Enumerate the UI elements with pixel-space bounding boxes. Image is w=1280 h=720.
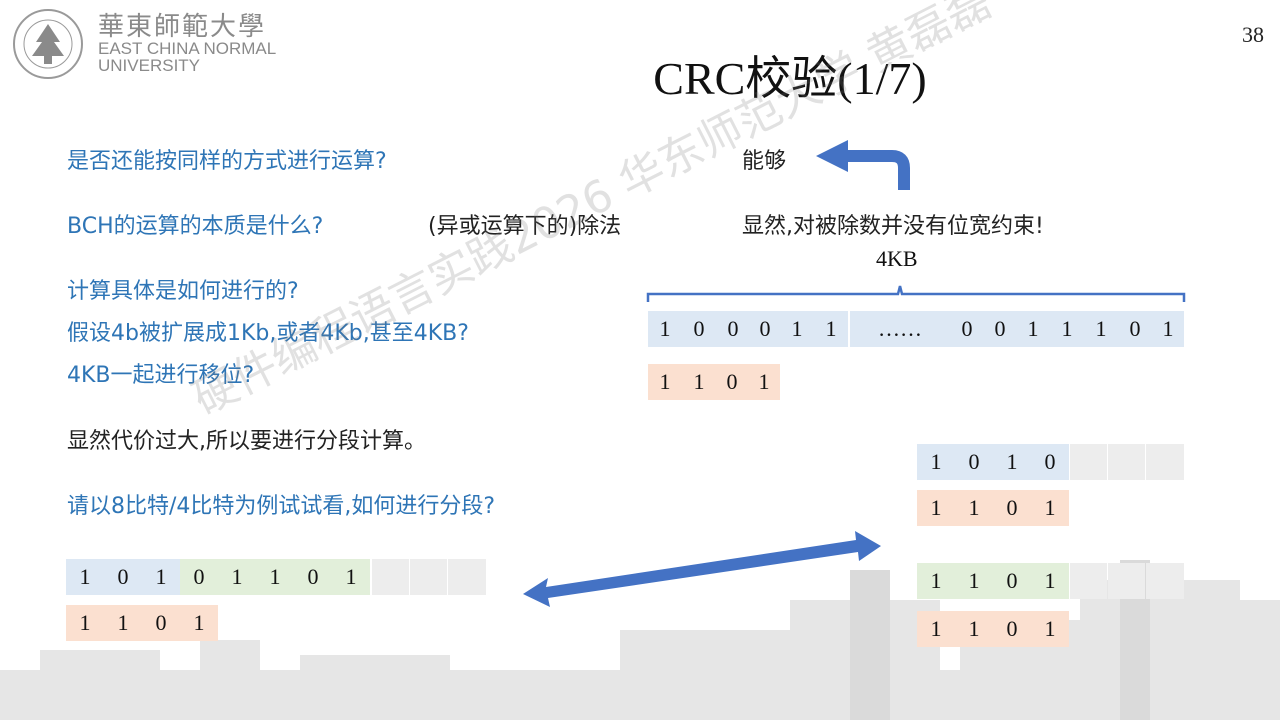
bit-cell: 0: [984, 311, 1016, 347]
divisor-bit-cell: 1: [1031, 611, 1069, 647]
bit-cell: 1: [648, 311, 682, 347]
bit-cell: 0: [104, 559, 142, 595]
bit-cell: 1: [1031, 563, 1069, 599]
divisor-bit-cell: 1: [648, 364, 682, 400]
ellipsis-cell: ……: [850, 311, 950, 347]
empty-bit-cell: [1108, 444, 1145, 480]
bit-cell: 1: [142, 559, 180, 595]
question-shift-4kb: 4KB一起进行移位?: [67, 363, 255, 388]
question-how-computed: 计算具体是如何进行的?: [67, 279, 299, 304]
bit-cell: 1: [955, 563, 993, 599]
divisor-bit-cell: 1: [917, 611, 955, 647]
bit-cell: 1: [1152, 311, 1184, 347]
page-number: 38: [1242, 22, 1264, 47]
question-same-method: 是否还能按同样的方式进行运算?: [67, 149, 387, 174]
divisor-bit-cell: 1: [104, 605, 142, 641]
question-bch-essence: BCH的运算的本质是什么?: [67, 214, 324, 239]
question-segment-example: 请以8比特/4比特为例试试看,如何进行分段?: [67, 494, 496, 519]
university-name-english: EAST CHINA NORMAL UNIVERSITY: [98, 40, 276, 74]
empty-bit-cell: [1146, 563, 1184, 599]
answer-division: (异或运算下的)除法: [428, 214, 622, 239]
note-no-width-constraint: 显然,对被除数并没有位宽约束!: [742, 214, 1044, 239]
bit-cell: 1: [917, 444, 955, 480]
divisor-bit-cell: 1: [748, 364, 780, 400]
university-name-line2: UNIVERSITY: [98, 56, 201, 75]
question-extended-width: 假设4b被扩展成1Kb,或者4Kb,甚至4KB?: [67, 321, 469, 346]
bit-cell: 0: [993, 563, 1031, 599]
empty-bit-cell: [1070, 563, 1107, 599]
bit-cell: 0: [750, 311, 780, 347]
university-logo: [10, 6, 300, 82]
bit-cell: 1: [814, 311, 848, 347]
university-name-line1: EAST CHINA NORMAL: [98, 39, 277, 58]
bent-arrow-icon: [816, 140, 910, 190]
empty-bit-cell: [448, 559, 486, 595]
brace-label-4kb: 4KB: [876, 246, 918, 271]
divisor-bit-cell: 1: [955, 490, 993, 526]
bit-cell: 0: [716, 311, 750, 347]
bit-cell: 0: [682, 311, 716, 347]
bit-cell: 1: [332, 559, 370, 595]
bit-cell: 0: [180, 559, 218, 595]
bit-cell: 1: [218, 559, 256, 595]
empty-bit-cell: [372, 559, 409, 595]
divisor-bit-cell: 1: [917, 490, 955, 526]
bit-cell: 1: [1084, 311, 1118, 347]
slide-title: CRC校验(1/7): [653, 53, 927, 104]
divisor-bit-cell: 1: [66, 605, 104, 641]
bit-cell: 1: [1050, 311, 1084, 347]
bit-cell: 0: [1031, 444, 1069, 480]
campus-skyline-background: [0, 560, 1280, 720]
bit-cell: 0: [950, 311, 984, 347]
bit-cell: 1: [66, 559, 104, 595]
bit-cell: 0: [1118, 311, 1152, 347]
bit-cell: 0: [294, 559, 332, 595]
divisor-bit-cell: 1: [682, 364, 716, 400]
divisor-bit-cell: 0: [142, 605, 180, 641]
bit-cell: 1: [1016, 311, 1050, 347]
divisor-bit-cell: 1: [955, 611, 993, 647]
divisor-bit-cell: 1: [1031, 490, 1069, 526]
empty-bit-cell: [1070, 444, 1107, 480]
university-name-chinese: 華東師範大學: [98, 12, 267, 42]
empty-bit-cell: [410, 559, 447, 595]
brace-icon: [646, 285, 1186, 302]
divisor-bit-cell: 0: [993, 490, 1031, 526]
empty-bit-cell: [1108, 563, 1145, 599]
bit-cell: 1: [256, 559, 294, 595]
empty-bit-cell: [1146, 444, 1184, 480]
bit-cell: 1: [993, 444, 1031, 480]
divisor-bit-cell: 0: [716, 364, 748, 400]
bit-cell: 1: [917, 563, 955, 599]
university-emblem-icon: [13, 9, 83, 79]
answer-yes: 能够: [742, 149, 787, 174]
divisor-bit-cell: 1: [180, 605, 218, 641]
divisor-bit-cell: 0: [993, 611, 1031, 647]
bit-cell: 0: [955, 444, 993, 480]
conclusion-segment: 显然代价过大,所以要进行分段计算。: [67, 429, 426, 454]
bit-cell: 1: [780, 311, 814, 347]
